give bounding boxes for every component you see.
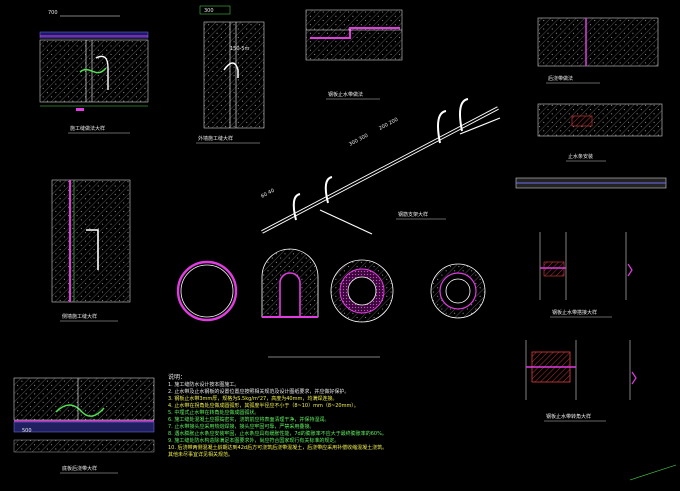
svg-text:钢板止水带转角大样: 钢板止水带转角大样 [546, 413, 591, 420]
detail-bottom-left: 500 底板后浇带大样 [13, 377, 155, 474]
note-item: 其他未尽事宜详见相关规范。 [168, 452, 234, 458]
label-rail-c: 60 40 [260, 188, 275, 200]
svg-text:施工缝做法大样: 施工缝做法大样 [70, 125, 105, 132]
svg-text:钢板止水带做法: 钢板止水带做法 [328, 91, 363, 98]
svg-text:外墙施工缝大样: 外墙施工缝大样 [198, 135, 233, 142]
note-item: 3. 钢板止水带3mm厚，规格为S.5kg/m²27，高度为40mm，均满焊连接… [168, 396, 338, 402]
svg-text:后浇带做法: 后浇带做法 [548, 75, 573, 82]
svg-text:钢板止水带搭接大样: 钢板止水带搭接大样 [552, 309, 597, 316]
detail-right-lower: 钢板止水带搭接大样 钢板止水带转角大样 [525, 232, 637, 422]
pipe-sections [176, 248, 486, 358]
note-item: 7. 止水带接头应采用热熔焊接，接头应牢固可靠，严禁采用叠接。 [168, 424, 315, 430]
detail-steel-plate: 钢板止水带做法 [305, 9, 403, 100]
note-item: 8. 遇水膨胀止水条应安装牢固，止水条应具有缓胀性能，7d的膨胀率不应大于最终膨… [168, 431, 387, 437]
label-rail-a: 300 300 [348, 133, 369, 148]
detail-right-top: 后浇带做法 止水条安装 [515, 17, 667, 189]
notes-heading: 说明： [168, 374, 187, 381]
svg-text:止水条安装: 止水条安装 [568, 153, 593, 160]
label-sleeve: 150-5m [230, 46, 250, 52]
label-rail-b: 200 200 [378, 117, 399, 132]
label-wb: 500 [22, 428, 32, 434]
detail-vertical-joint: 侧墙施工缝大样 [51, 179, 131, 322]
svg-text:300: 300 [204, 8, 214, 14]
note-item: 6. 施工缝处混凝土应振捣密实，浇筑前应将表面清理干净，并保持湿润。 [168, 417, 330, 423]
note-item: 5. 中埋式止水带在转角处应做成圆弧状。 [168, 410, 260, 416]
notes-block: 说明： 1. 施工缝防水设计按本图施工。 2. 止水带及止水钢板的设置位置应按照… [168, 372, 518, 459]
detail-wall-joint: 300 150-5m 外墙施工缝大样 [196, 5, 265, 144]
label-top-dim: 700 [48, 10, 58, 16]
detail-top-left: 700 施工缝做法大样 [39, 10, 149, 134]
svg-text:底板后浇带大样: 底板后浇带大样 [62, 465, 97, 472]
svg-text:侧墙施工缝大样: 侧墙施工缝大样 [62, 313, 97, 320]
note-item: 1. 施工缝防水设计按本图施工。 [168, 382, 240, 388]
note-item: 2. 止水带及止水钢板的设置位置应按照相关规范及设计图纸要求，并应做好保护。 [168, 389, 350, 395]
note-item: 4. 止水带在拐角处应做成圆弧形，其弧度半径应不小于（8~10）mm（8~20m… [168, 403, 359, 409]
detail-diagonal-rail: 300 300 200 200 60 40 钢筋支架大样 [260, 98, 501, 235]
svg-text:钢筋支架大样: 钢筋支架大样 [398, 211, 428, 218]
note-item: 9. 施工缝处防水构造除满足本图要求外，尚应符合国家现行有关标准的规定。 [168, 438, 340, 444]
note-item: 10. 后浇带两侧混凝土龄期达到42d后方可浇筑后浇带混凝土，后浇带应采用补偿收… [168, 445, 388, 451]
